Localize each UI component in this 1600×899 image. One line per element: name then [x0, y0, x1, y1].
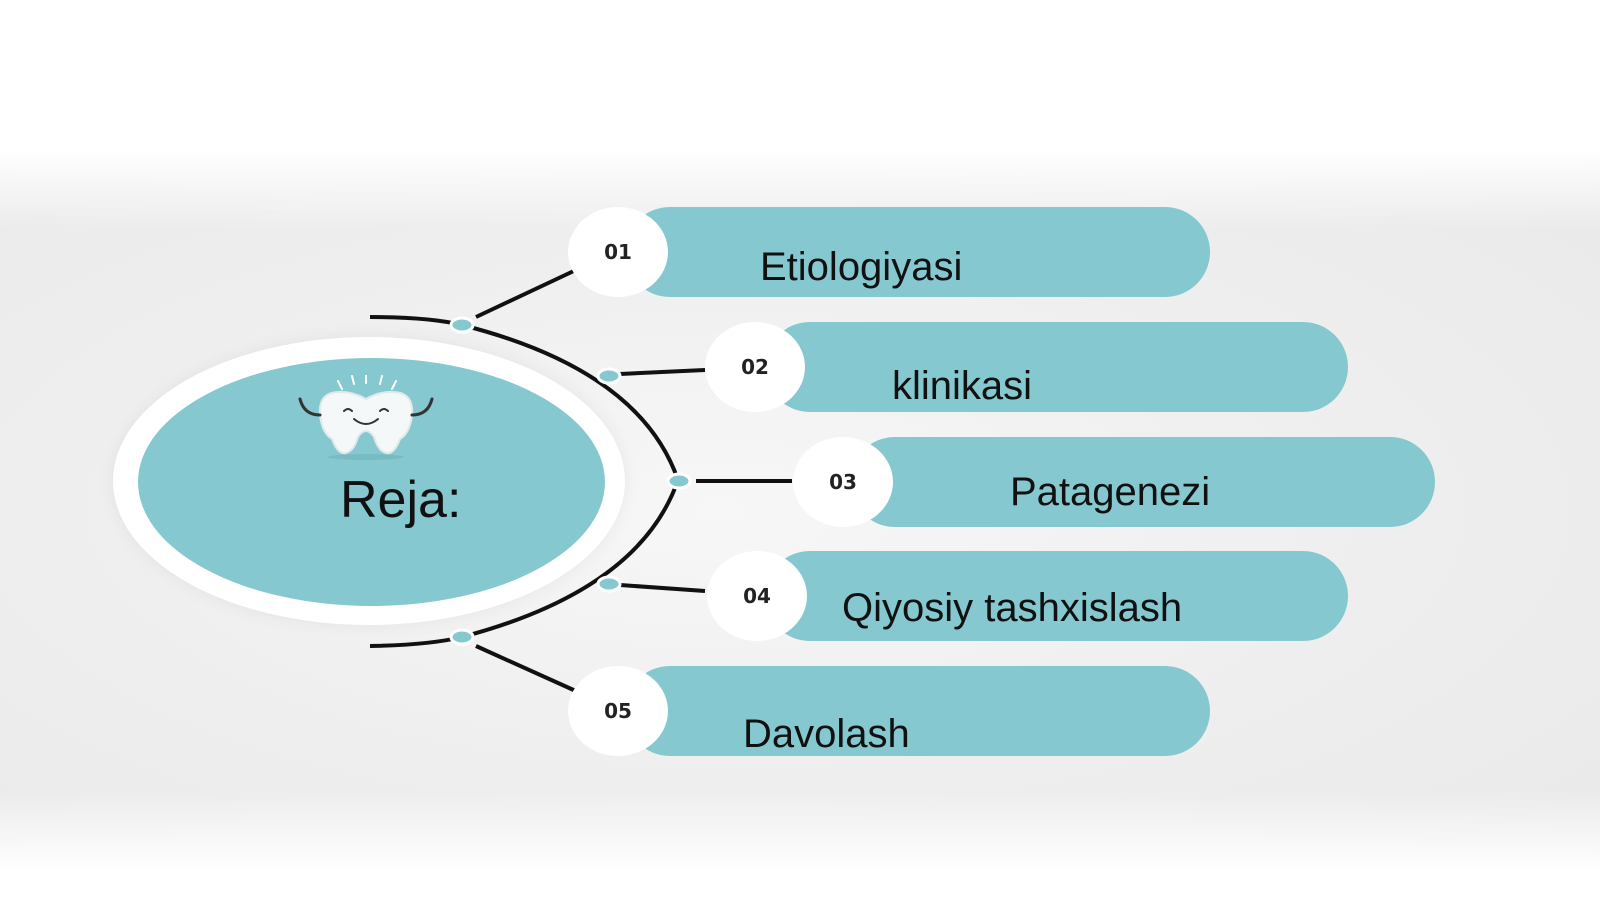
item-label: Patagenezi: [1010, 470, 1211, 514]
item-label: Etiologiyasi: [760, 245, 963, 289]
item-number-badge: 05: [568, 666, 668, 756]
connector-line-01: [475, 267, 579, 319]
item-label: Davolash: [743, 712, 910, 756]
tooth-icon: [298, 375, 434, 460]
hub-title: Reja:: [340, 471, 462, 529]
plan-item-01: [625, 207, 1210, 297]
plan-item-02: [765, 322, 1348, 412]
connector-dot-bottom: [449, 628, 475, 646]
item-number-badge: 03: [793, 437, 893, 527]
item-number-badge: 01: [568, 207, 668, 297]
connector-line-04: [619, 583, 706, 593]
item-number-badge: 02: [705, 322, 805, 412]
item-number-badge: 04: [707, 551, 807, 641]
backdrop-shade-bottom: [0, 790, 1600, 870]
item-label: Qiyosiy tashxislash: [842, 586, 1183, 630]
connector-dot-03: [666, 472, 692, 490]
connector-line-02: [619, 368, 706, 376]
connector-dot-02: [596, 367, 622, 385]
connector-dot-04: [596, 575, 622, 593]
plan-item-05: [625, 666, 1210, 756]
connector-dot-top: [449, 316, 475, 334]
connector-line-05: [475, 644, 579, 694]
plan-item-04: [765, 551, 1348, 641]
item-label: klinikasi: [892, 364, 1033, 408]
plan-item-03: [850, 437, 1435, 527]
